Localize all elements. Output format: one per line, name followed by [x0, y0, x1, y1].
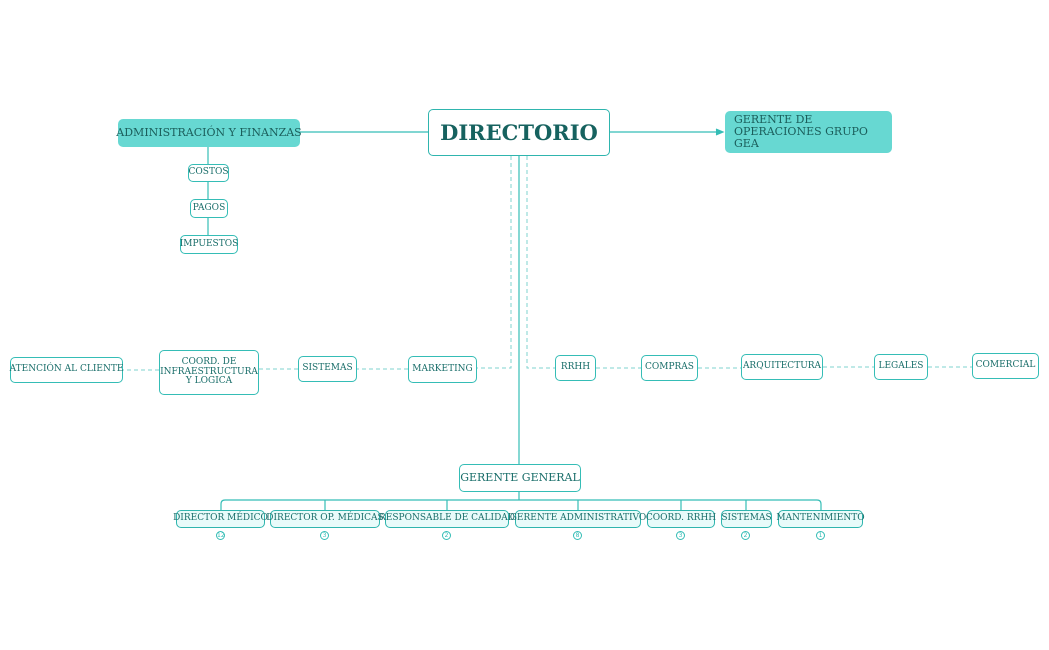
rrhh-node[interactable]: RRHH: [555, 355, 596, 381]
coord-infraestructura-node[interactable]: COORD. DE INFRAESTRUCTURA Y LOGICA: [159, 350, 259, 395]
director-op-medicas-node[interactable]: DIRECTOR OP. MÉDICAS: [266, 510, 384, 528]
atencion-cliente-node[interactable]: ATENCIÓN AL CLIENTE: [10, 357, 123, 383]
gerente-administrativo-node[interactable]: GERENTE ADMINISTRATIVO: [510, 510, 646, 528]
gerente-general-node[interactable]: GERENTE GENERAL: [459, 464, 581, 492]
impuestos-node[interactable]: IMPUESTOS: [180, 235, 238, 254]
count-badge: 8: [573, 531, 582, 540]
gerente-operaciones-node[interactable]: GERENTE DE OPERACIONES GRUPO GEA: [725, 111, 892, 153]
connector-arrow: [715, 128, 725, 136]
arquitectura-node[interactable]: ARQUITECTURA: [741, 354, 823, 380]
connector-general-children: [220, 492, 822, 510]
count-badge: 2: [741, 531, 750, 540]
connector-right-chain: [596, 366, 972, 369]
directorio-node[interactable]: DIRECTORIO: [428, 109, 610, 156]
pagos-node[interactable]: PAGOS: [190, 199, 228, 218]
mantenimiento-node[interactable]: MANTENIMIENTO: [776, 510, 865, 528]
admin-finanzas-node[interactable]: ADMINISTRACIÓN Y FINANZAS: [116, 119, 302, 147]
responsable-calidad-node[interactable]: RESPONSABLE DE CALIDAD: [379, 510, 515, 528]
connector-left-chain: [123, 368, 408, 371]
count-badge: 3: [320, 531, 329, 540]
count-badge: 2: [442, 531, 451, 540]
comercial-node[interactable]: COMERCIAL: [972, 353, 1039, 379]
legales-node[interactable]: LEGALES: [874, 354, 928, 380]
connector-root-left: [477, 156, 512, 369]
sistemas-left-node[interactable]: SISTEMAS: [298, 356, 357, 382]
costos-node[interactable]: COSTOS: [188, 164, 229, 182]
compras-node[interactable]: COMPRAS: [641, 355, 698, 381]
coord-rrhh-node[interactable]: COORD. RRHH: [646, 510, 716, 528]
connector-root-right: [526, 156, 555, 369]
sistemas-general-node[interactable]: SISTEMAS: [721, 510, 772, 528]
director-medico-node[interactable]: DIRECTOR MÉDICO: [173, 510, 268, 528]
count-badge: 1: [816, 531, 825, 540]
count-badge: 12: [216, 531, 225, 540]
marketing-node[interactable]: MARKETING: [408, 356, 477, 383]
count-badge: 3: [676, 531, 685, 540]
